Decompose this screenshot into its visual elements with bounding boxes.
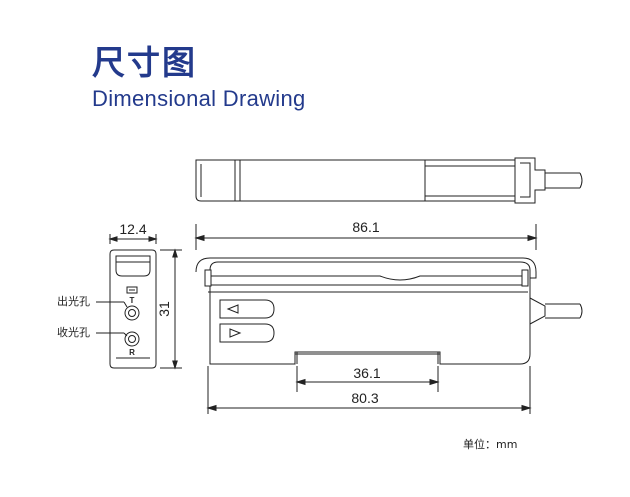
side-height-label: 31 (156, 301, 172, 317)
top-view (195, 157, 583, 204)
total-length-label: 86.1 (352, 219, 379, 235)
front-view (195, 257, 583, 365)
receiver-mark: R (129, 348, 135, 357)
page-title-en: Dimensional Drawing (92, 86, 306, 111)
emitter-mark: T (130, 296, 135, 305)
dimension-inner-slot (295, 366, 440, 392)
receiver-label: 收光孔 (57, 325, 90, 339)
page-title-cn: 尺寸图 (92, 43, 197, 82)
dimension-total-length (194, 224, 538, 250)
inner-slot-label: 36.1 (353, 365, 380, 381)
body-length-label: 80.3 (351, 390, 378, 406)
side-width-label: 12.4 (119, 221, 146, 237)
unit-note: 单位：mm (463, 438, 518, 451)
emitter-label: 出光孔 (57, 294, 90, 308)
side-view (96, 234, 182, 370)
dimension-body-length (206, 366, 532, 414)
